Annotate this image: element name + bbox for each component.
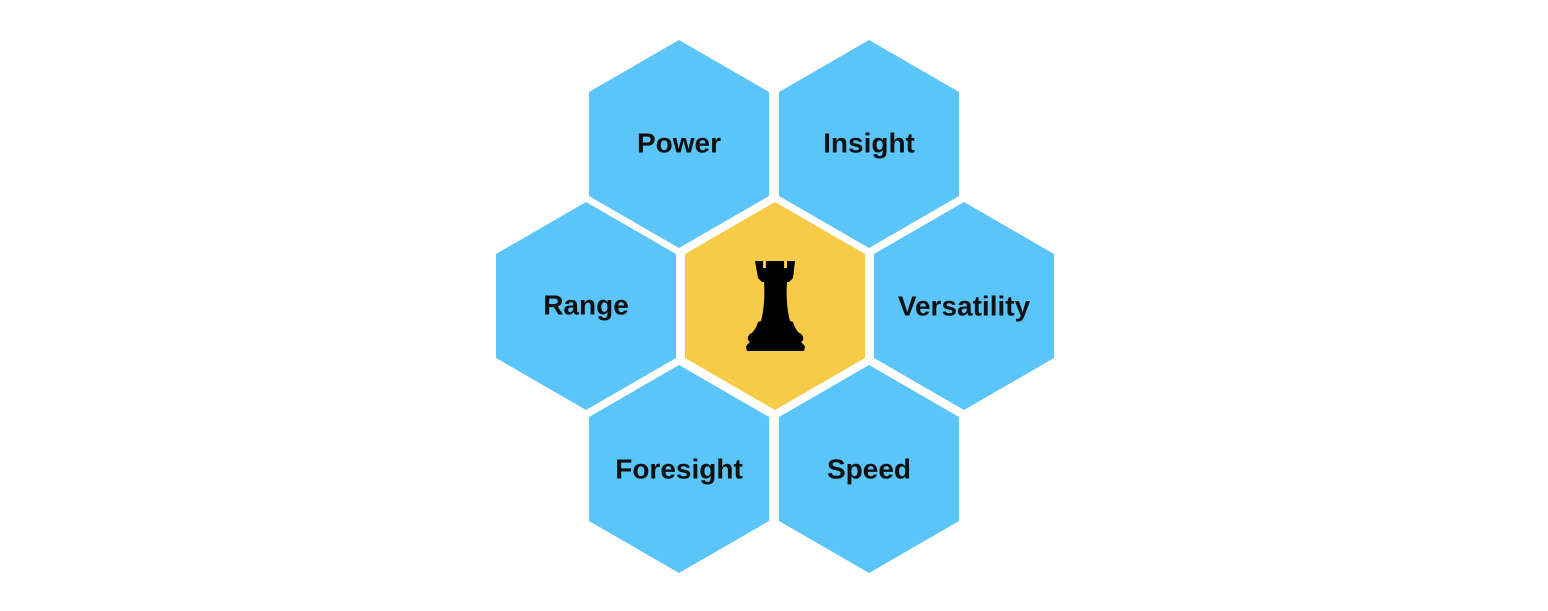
hex-power-shape bbox=[589, 40, 769, 248]
chess-rook-icon bbox=[746, 261, 805, 351]
hex-range-shape bbox=[496, 202, 676, 410]
hex-insight-shape bbox=[779, 40, 959, 248]
hex-foresight: Foresight bbox=[589, 365, 769, 573]
hex-range: Range bbox=[496, 202, 676, 410]
hex-foresight-shape bbox=[589, 365, 769, 573]
hex-speed-shape bbox=[779, 365, 959, 573]
hex-versatility: Versatility bbox=[874, 202, 1054, 410]
hex-power-label: Power bbox=[637, 127, 721, 158]
hex-power: Power bbox=[589, 40, 769, 248]
hex-versatility-shape bbox=[874, 202, 1054, 410]
hex-speed-label: Speed bbox=[827, 453, 911, 484]
hex-range-label: Range bbox=[543, 289, 629, 320]
hex-insight-label: Insight bbox=[823, 127, 915, 158]
hex-insight: Insight bbox=[779, 40, 959, 248]
hex-versatility-label: Versatility bbox=[898, 290, 1031, 321]
hex-foresight-label: Foresight bbox=[615, 453, 743, 484]
hex-center bbox=[685, 202, 865, 410]
hex-speed: Speed bbox=[779, 365, 959, 573]
